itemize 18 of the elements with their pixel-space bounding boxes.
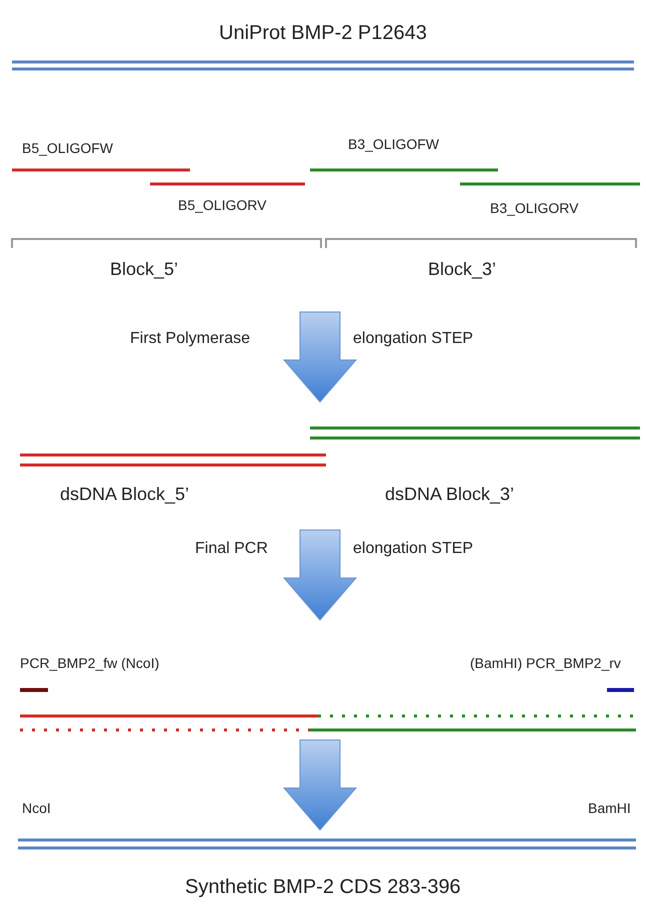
- step-label: elongation STEP: [353, 540, 474, 558]
- oligo-label: B3_OLIGOFW: [348, 136, 440, 152]
- primer-label: (BamHI) PCR_BMP2_rv: [470, 655, 621, 672]
- block-label: Block_5’: [110, 259, 178, 280]
- primer-label: PCR_BMP2_fw (NcoI): [20, 655, 160, 672]
- step-label: elongation STEP: [353, 330, 474, 348]
- oligo-label: B3_OLIGORV: [490, 200, 578, 216]
- restriction-site-label: NcoI: [22, 800, 51, 816]
- caption: Synthetic BMP-2 CDS 283-396: [185, 876, 461, 899]
- restriction-site-label: BamHI: [588, 800, 631, 816]
- oligo-label: B5_OLIGORV: [178, 197, 266, 214]
- block-label: dsDNA Block_5’: [60, 484, 190, 505]
- block-label: Block_3’: [428, 259, 496, 280]
- block-label: dsDNA Block_3’: [385, 484, 514, 505]
- step-label: First Polymerase: [130, 330, 250, 348]
- oligo-label: B5_OLIGOFW: [22, 140, 114, 156]
- step-label: Final PCR: [195, 540, 268, 558]
- title: UniProt BMP-2 P12643: [219, 22, 427, 45]
